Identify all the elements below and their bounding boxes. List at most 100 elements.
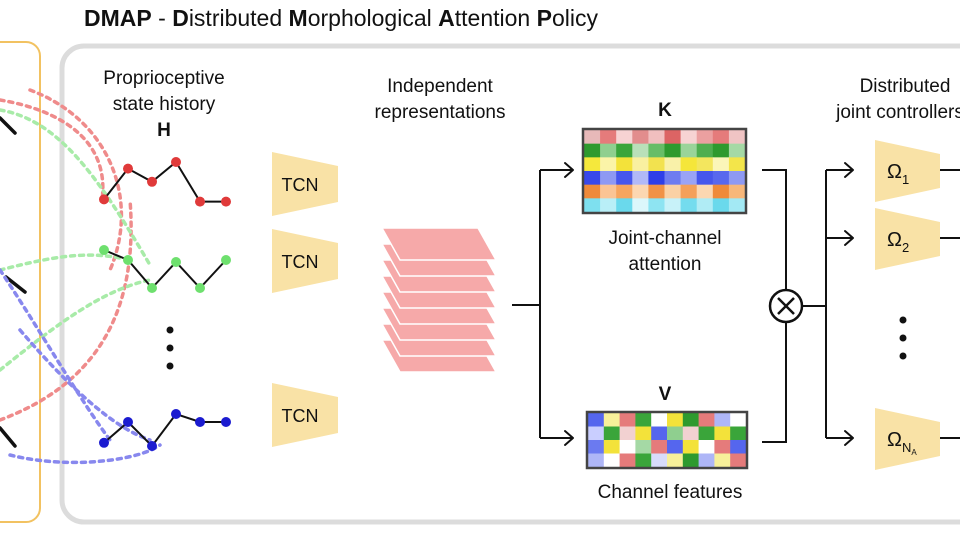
values-cell [667, 413, 684, 427]
history-point [171, 409, 181, 419]
history-point [147, 441, 157, 451]
keys-cell [712, 130, 730, 145]
keys-cell [680, 143, 698, 158]
values-matrix-border [585, 410, 749, 470]
sensor-connections [0, 88, 162, 465]
omega-symbol: Ω [887, 229, 902, 251]
keys-cell [632, 171, 649, 186]
tcn-label: TCN [282, 406, 319, 426]
values-cell [714, 413, 731, 427]
keys-cell [584, 130, 601, 145]
robot-limbs [0, 116, 27, 448]
title-separator: - [152, 5, 172, 31]
history-point [195, 196, 205, 207]
controller-subscript: 2 [902, 240, 909, 255]
red-connection [0, 98, 105, 202]
title-word-2: orphological [308, 5, 438, 31]
values-cell [698, 440, 715, 454]
history-point [147, 283, 157, 293]
keys-cell [600, 198, 617, 213]
keys-cell [696, 171, 714, 186]
controller-shape [875, 208, 940, 270]
keys-matrix-border [581, 127, 748, 215]
tcn-encoder: TCN [272, 383, 338, 447]
controller-subsubscript: A [911, 448, 917, 457]
controllers-label-line1: Distributed [860, 76, 951, 97]
keys-cell [584, 143, 601, 158]
values-cell [635, 413, 652, 427]
keys-cell [616, 171, 633, 186]
history-point [99, 194, 109, 205]
values-cell [603, 426, 621, 441]
ellipsis-dot [166, 326, 174, 334]
keys-cell [696, 198, 714, 213]
policy-frame [59, 43, 960, 525]
keys-cell [600, 184, 617, 199]
values-cell [588, 440, 605, 454]
history-line [103, 412, 226, 448]
diagram-title: DMAP - Distributed Morphological Attenti… [84, 5, 598, 31]
ellipsis-dot [166, 344, 174, 352]
keys-cell [664, 157, 682, 172]
keys-cell [648, 143, 665, 158]
values-cell [603, 440, 621, 454]
tcn-encoder: TCN [272, 152, 338, 216]
values-cell [698, 453, 715, 468]
keys-label-line1: Joint-channel [608, 228, 721, 249]
history-point [123, 417, 133, 427]
keys-cell [648, 171, 665, 186]
green-connection [0, 253, 122, 272]
keys-cell [680, 130, 698, 145]
keys-symbol: K [658, 100, 672, 121]
title-word-1: istributed [189, 5, 289, 31]
history-point [171, 257, 181, 267]
values-cell [682, 426, 700, 441]
values-cell [603, 453, 621, 468]
representation-stack [380, 227, 498, 373]
keys-cell [664, 184, 682, 199]
history-point [221, 196, 231, 207]
keys-cell [648, 157, 665, 172]
keys-cell [728, 130, 746, 145]
limb-segment [0, 116, 17, 135]
keys-cell [728, 143, 746, 158]
history-series [99, 157, 231, 451]
keys-cell [648, 198, 665, 213]
keys-cell [680, 171, 698, 186]
representation-layer [380, 227, 498, 261]
blue-connection [8, 443, 162, 465]
values-cell [651, 426, 668, 441]
values-cell [619, 413, 636, 427]
keys-cell [664, 171, 682, 186]
representations-label-line1: Independent [387, 76, 493, 97]
values-cell [603, 413, 621, 427]
values-cell [682, 453, 700, 468]
values-cell [714, 440, 731, 454]
history-point [99, 245, 109, 255]
keys-cell [632, 130, 649, 145]
representations-label-line2: representations [375, 102, 506, 123]
blue-connection [0, 268, 112, 442]
values-cell [682, 413, 700, 427]
keys-cell [712, 198, 730, 213]
values-cell [619, 440, 636, 454]
omega-symbol: Ω [887, 429, 902, 451]
title-initial-3: A [438, 5, 455, 31]
arrow-head-icon [844, 230, 854, 246]
controller-shape [875, 408, 940, 470]
values-cell [651, 440, 668, 454]
history-point [171, 157, 181, 167]
arrow-head-icon [844, 430, 854, 446]
values-cell [667, 440, 684, 454]
blue-connection [18, 328, 152, 442]
keys-cell [616, 157, 633, 172]
keys-cell [632, 143, 649, 158]
values-cell [698, 426, 715, 441]
values-cell [682, 440, 700, 454]
history-point [221, 255, 231, 265]
keys-cell [696, 143, 714, 158]
values-cell [588, 453, 605, 468]
controller-shape [875, 140, 940, 202]
values-cell [730, 413, 747, 427]
